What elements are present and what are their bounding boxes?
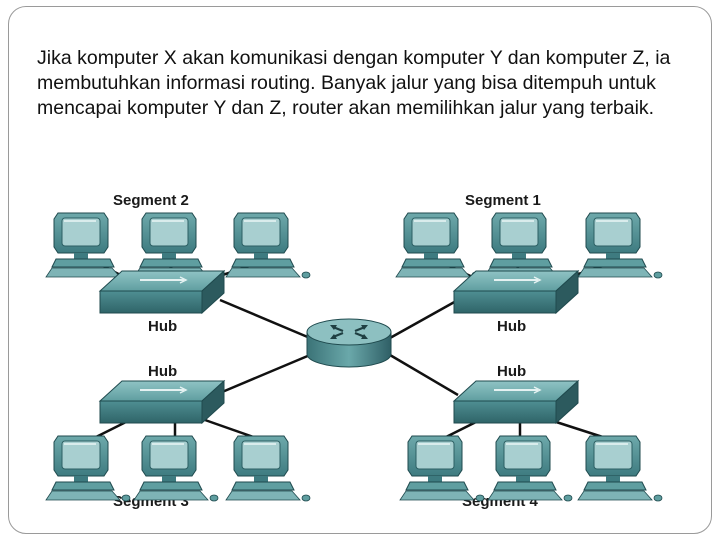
segment-1-label: Segment 1 <box>465 192 541 209</box>
computer-icon <box>225 435 311 502</box>
segment-1-computers <box>395 212 663 279</box>
computer-icon <box>395 212 481 279</box>
router-icon <box>306 318 392 368</box>
computer-icon <box>133 435 219 502</box>
computer-icon <box>45 435 131 502</box>
computer-icon <box>45 212 131 279</box>
computer-icon <box>225 212 311 279</box>
segment-4-computers <box>399 435 663 502</box>
segment-2-computers <box>45 212 311 279</box>
hub-icon-top-right <box>453 270 579 314</box>
slide-body-text: Jika komputer X akan komunikasi dengan k… <box>37 47 671 119</box>
hub-label-top-left: Hub <box>148 318 177 335</box>
computer-icon <box>399 435 485 502</box>
segment-2-label: Segment 2 <box>113 192 189 209</box>
computer-icon <box>577 435 663 502</box>
hub-label-bottom-right: Hub <box>497 363 526 380</box>
hub-label-top-right: Hub <box>497 318 526 335</box>
hub-label-bottom-left: Hub <box>148 363 177 380</box>
hub-icon-bottom-left <box>99 380 225 424</box>
segment-3-computers <box>45 435 311 502</box>
computer-icon <box>133 212 219 279</box>
computer-icon <box>483 212 569 279</box>
computer-icon <box>487 435 573 502</box>
hub-icon-top-left <box>99 270 225 314</box>
computer-icon <box>577 212 663 279</box>
hub-icon-bottom-right <box>453 380 579 424</box>
